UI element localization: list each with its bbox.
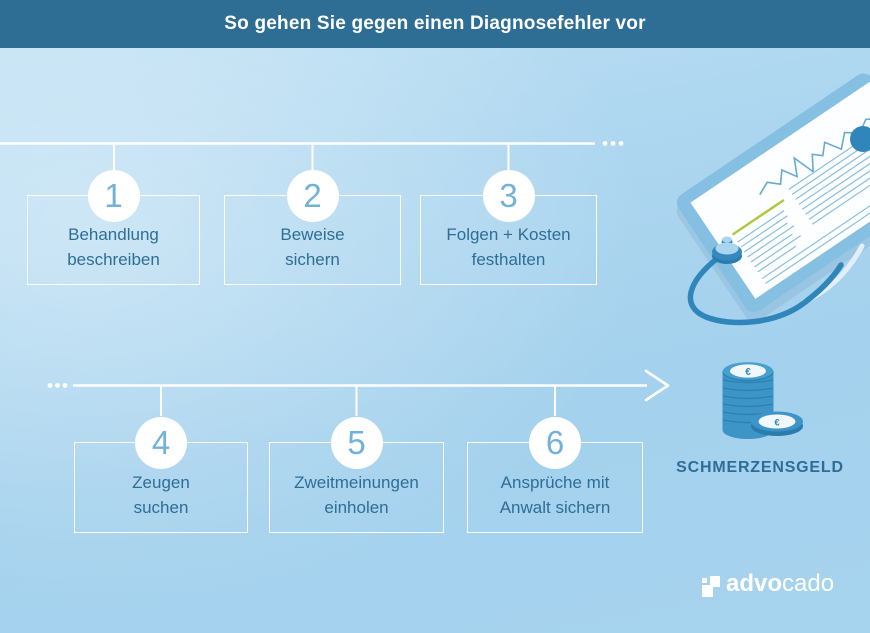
page-title: So gehen Sie gegen einen Diagnosefehler … <box>224 13 646 34</box>
euro-symbol: € <box>745 367 751 378</box>
logo-text: advocado <box>726 570 835 597</box>
euro-symbol: € <box>774 417 780 428</box>
step-number-badge-4: 4 <box>135 417 187 469</box>
advocado-pixel-icon <box>702 576 721 598</box>
step-number: 3 <box>499 176 518 214</box>
arrow-right-icon <box>644 369 670 402</box>
title-bar: So gehen Sie gegen einen Diagnosefehler … <box>0 0 870 48</box>
step-number: 4 <box>151 423 171 461</box>
step-number-badge-3: 3 <box>482 170 535 222</box>
step-number-badge-6: 6 <box>529 417 581 469</box>
step-number: 2 <box>303 176 322 214</box>
euro-coin-stack-icon: € € <box>722 362 803 439</box>
medical-report-clipboard-icon <box>676 73 870 326</box>
step-number-badge-5: 5 <box>330 417 383 469</box>
step-number: 1 <box>104 176 123 214</box>
step-number-badge-2: 2 <box>286 170 339 222</box>
stethoscope-icon <box>687 126 870 326</box>
step-number: 6 <box>545 423 565 461</box>
result-label: SCHMERZENSGELD <box>676 459 844 476</box>
step-number-badge-1: 1 <box>87 170 140 222</box>
step-number: 5 <box>347 423 366 461</box>
advocado-logo: advocado <box>702 570 834 598</box>
